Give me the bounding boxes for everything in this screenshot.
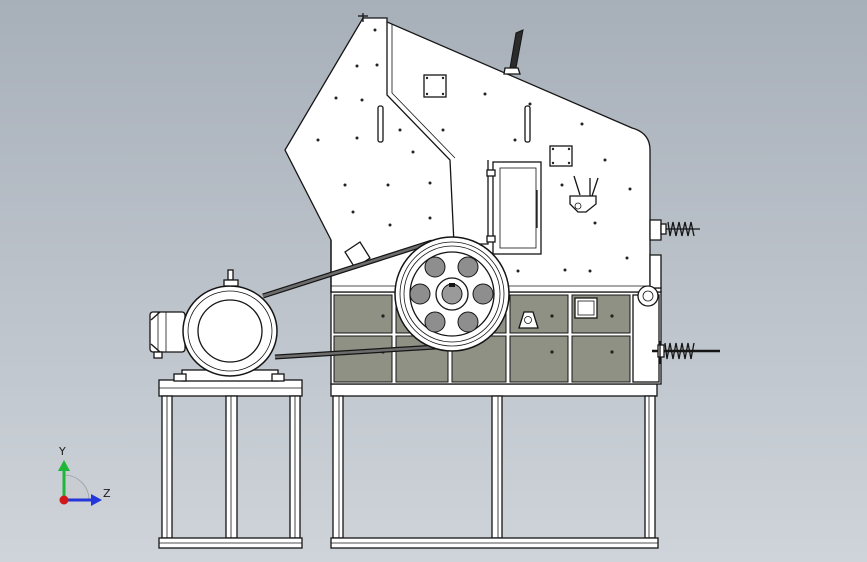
- lower-housing: [330, 291, 662, 385]
- housing-bolts: [316, 28, 632, 273]
- z-axis-label: Z: [103, 487, 111, 500]
- inspection-plates: [377, 74, 573, 167]
- hook-bracket: [569, 175, 599, 213]
- axis-triad: Y Z: [58, 445, 111, 506]
- access-door: [486, 161, 542, 255]
- electric-motor: [149, 269, 285, 382]
- motor-stand: [158, 379, 303, 549]
- flywheel-pulley: [394, 236, 510, 352]
- origin-dot: [59, 495, 69, 505]
- tension-spring-upper: [660, 221, 700, 237]
- v-belts: [262, 239, 453, 360]
- tension-spring-lower: [652, 341, 720, 364]
- upper-housing: [284, 13, 662, 293]
- triad-plane: [63, 474, 90, 501]
- y-axis-label: Y: [58, 445, 66, 458]
- crusher-stand: [330, 383, 659, 549]
- z-axis-arrowhead: [91, 494, 102, 506]
- side-bearing: [637, 285, 659, 307]
- adjust-lever: [503, 29, 524, 75]
- y-axis-arrowhead: [58, 460, 70, 471]
